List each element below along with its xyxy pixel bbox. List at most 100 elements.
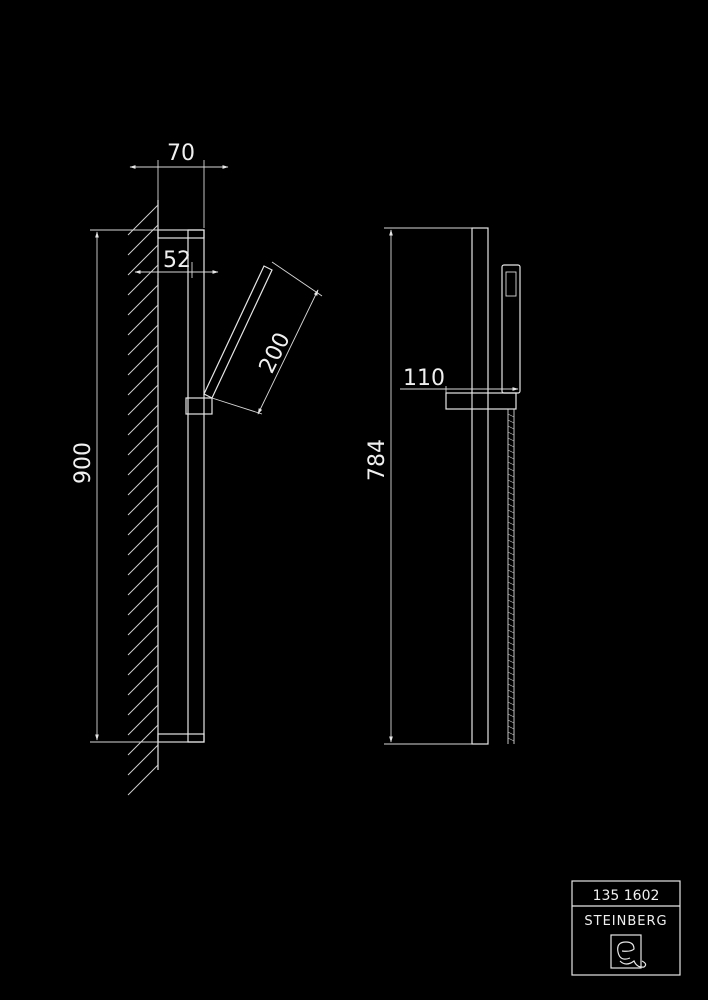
top-bracket	[157, 229, 205, 239]
dim-label-900: 900	[71, 442, 96, 484]
hatch-stroke	[127, 444, 159, 476]
hose-ring	[507, 563, 515, 568]
hose-ring	[507, 587, 515, 592]
hose-ring	[507, 647, 515, 652]
hatch-stroke	[127, 324, 159, 356]
hose-ring	[507, 545, 515, 550]
side-view: 70 52 200 900	[71, 141, 323, 796]
logo-frame	[610, 934, 642, 969]
logo-mark	[617, 941, 647, 968]
hatch-stroke	[127, 424, 159, 456]
hatch-stroke	[127, 404, 159, 436]
hatch-stroke	[127, 684, 159, 716]
dim-label-110: 110	[403, 366, 445, 391]
hatch-stroke	[127, 204, 159, 236]
hatch-stroke	[127, 724, 159, 756]
hatch-stroke	[127, 644, 159, 676]
hose-ring	[507, 569, 515, 574]
hose-ring	[507, 731, 515, 736]
hose-ring	[507, 551, 515, 556]
hose-ring	[507, 425, 515, 430]
hose-ring	[507, 431, 515, 436]
ext-line	[271, 261, 323, 297]
hose-ring	[507, 599, 515, 604]
spray-face	[505, 271, 517, 297]
hand-shower	[203, 265, 273, 399]
hose-ring	[507, 695, 515, 700]
product-code: 135 1602	[593, 888, 660, 904]
wall-hatching	[127, 204, 159, 796]
hose-ring	[507, 617, 515, 622]
hose-ring	[507, 593, 515, 598]
hatch-stroke	[127, 704, 159, 736]
shower-rail	[187, 229, 205, 743]
hose-ring	[507, 473, 515, 478]
hatch-stroke	[127, 624, 159, 656]
ext-line	[211, 397, 263, 415]
hose-ring	[507, 443, 515, 448]
hose-ring	[507, 701, 515, 706]
hose-ring	[507, 437, 515, 442]
hatch-stroke	[127, 344, 159, 376]
hose-ring	[507, 509, 515, 514]
hose-ring	[507, 581, 515, 586]
hatch-stroke	[127, 524, 159, 556]
hatch-stroke	[127, 464, 159, 496]
hose-ring	[507, 671, 515, 676]
brand-name: STEINBERG	[584, 914, 667, 929]
hatch-stroke	[127, 484, 159, 516]
hose-ring	[507, 683, 515, 688]
hose-ring	[507, 677, 515, 682]
hose-ring	[507, 689, 515, 694]
hose-ring	[507, 713, 515, 718]
hatch-stroke	[127, 764, 159, 796]
brand-logo-icon	[610, 934, 647, 969]
hose-ring	[507, 719, 515, 724]
hose-ring	[507, 419, 515, 424]
hose-ring	[507, 527, 515, 532]
dim-label-52: 52	[163, 248, 191, 273]
hose-ring	[507, 623, 515, 628]
hose-ring	[507, 515, 515, 520]
front-rail	[471, 227, 489, 745]
hose-ring	[507, 533, 515, 538]
hose-ring	[507, 665, 515, 670]
hose-ring	[507, 629, 515, 634]
hose-ring	[507, 605, 515, 610]
hatch-stroke	[127, 284, 159, 316]
hatch-stroke	[127, 544, 159, 576]
hatch-stroke	[127, 744, 159, 776]
hose-ring	[507, 539, 515, 544]
title-block-frame	[571, 880, 681, 976]
hatch-stroke	[127, 504, 159, 536]
hose-ring	[507, 659, 515, 664]
dim-label-784: 784	[365, 439, 390, 481]
slider-holder	[185, 397, 213, 415]
hose-ring	[507, 653, 515, 658]
hatch-stroke	[127, 664, 159, 696]
hose-ring	[507, 467, 515, 472]
hatch-stroke	[127, 304, 159, 336]
hose-ring	[507, 737, 515, 742]
hose-ring	[507, 575, 515, 580]
hose-ring	[507, 707, 515, 712]
hatch-stroke	[127, 564, 159, 596]
hose-ring	[507, 449, 515, 454]
front-slider	[445, 392, 517, 410]
hatch-stroke	[127, 384, 159, 416]
hatch-stroke	[127, 584, 159, 616]
hose-ring	[507, 491, 515, 496]
hose-ring	[507, 461, 515, 466]
dim-line-200	[257, 289, 319, 415]
front-view: 784 110	[365, 227, 521, 745]
dim-label-70: 70	[167, 141, 195, 166]
hose-ring	[507, 557, 515, 562]
hose-ring	[507, 497, 515, 502]
hose-ring	[507, 611, 515, 616]
front-hand-shower	[501, 264, 521, 394]
hose-ring	[507, 455, 515, 460]
hatch-stroke	[127, 244, 159, 276]
bottom-bracket	[157, 733, 205, 743]
hatch-stroke	[127, 224, 159, 256]
